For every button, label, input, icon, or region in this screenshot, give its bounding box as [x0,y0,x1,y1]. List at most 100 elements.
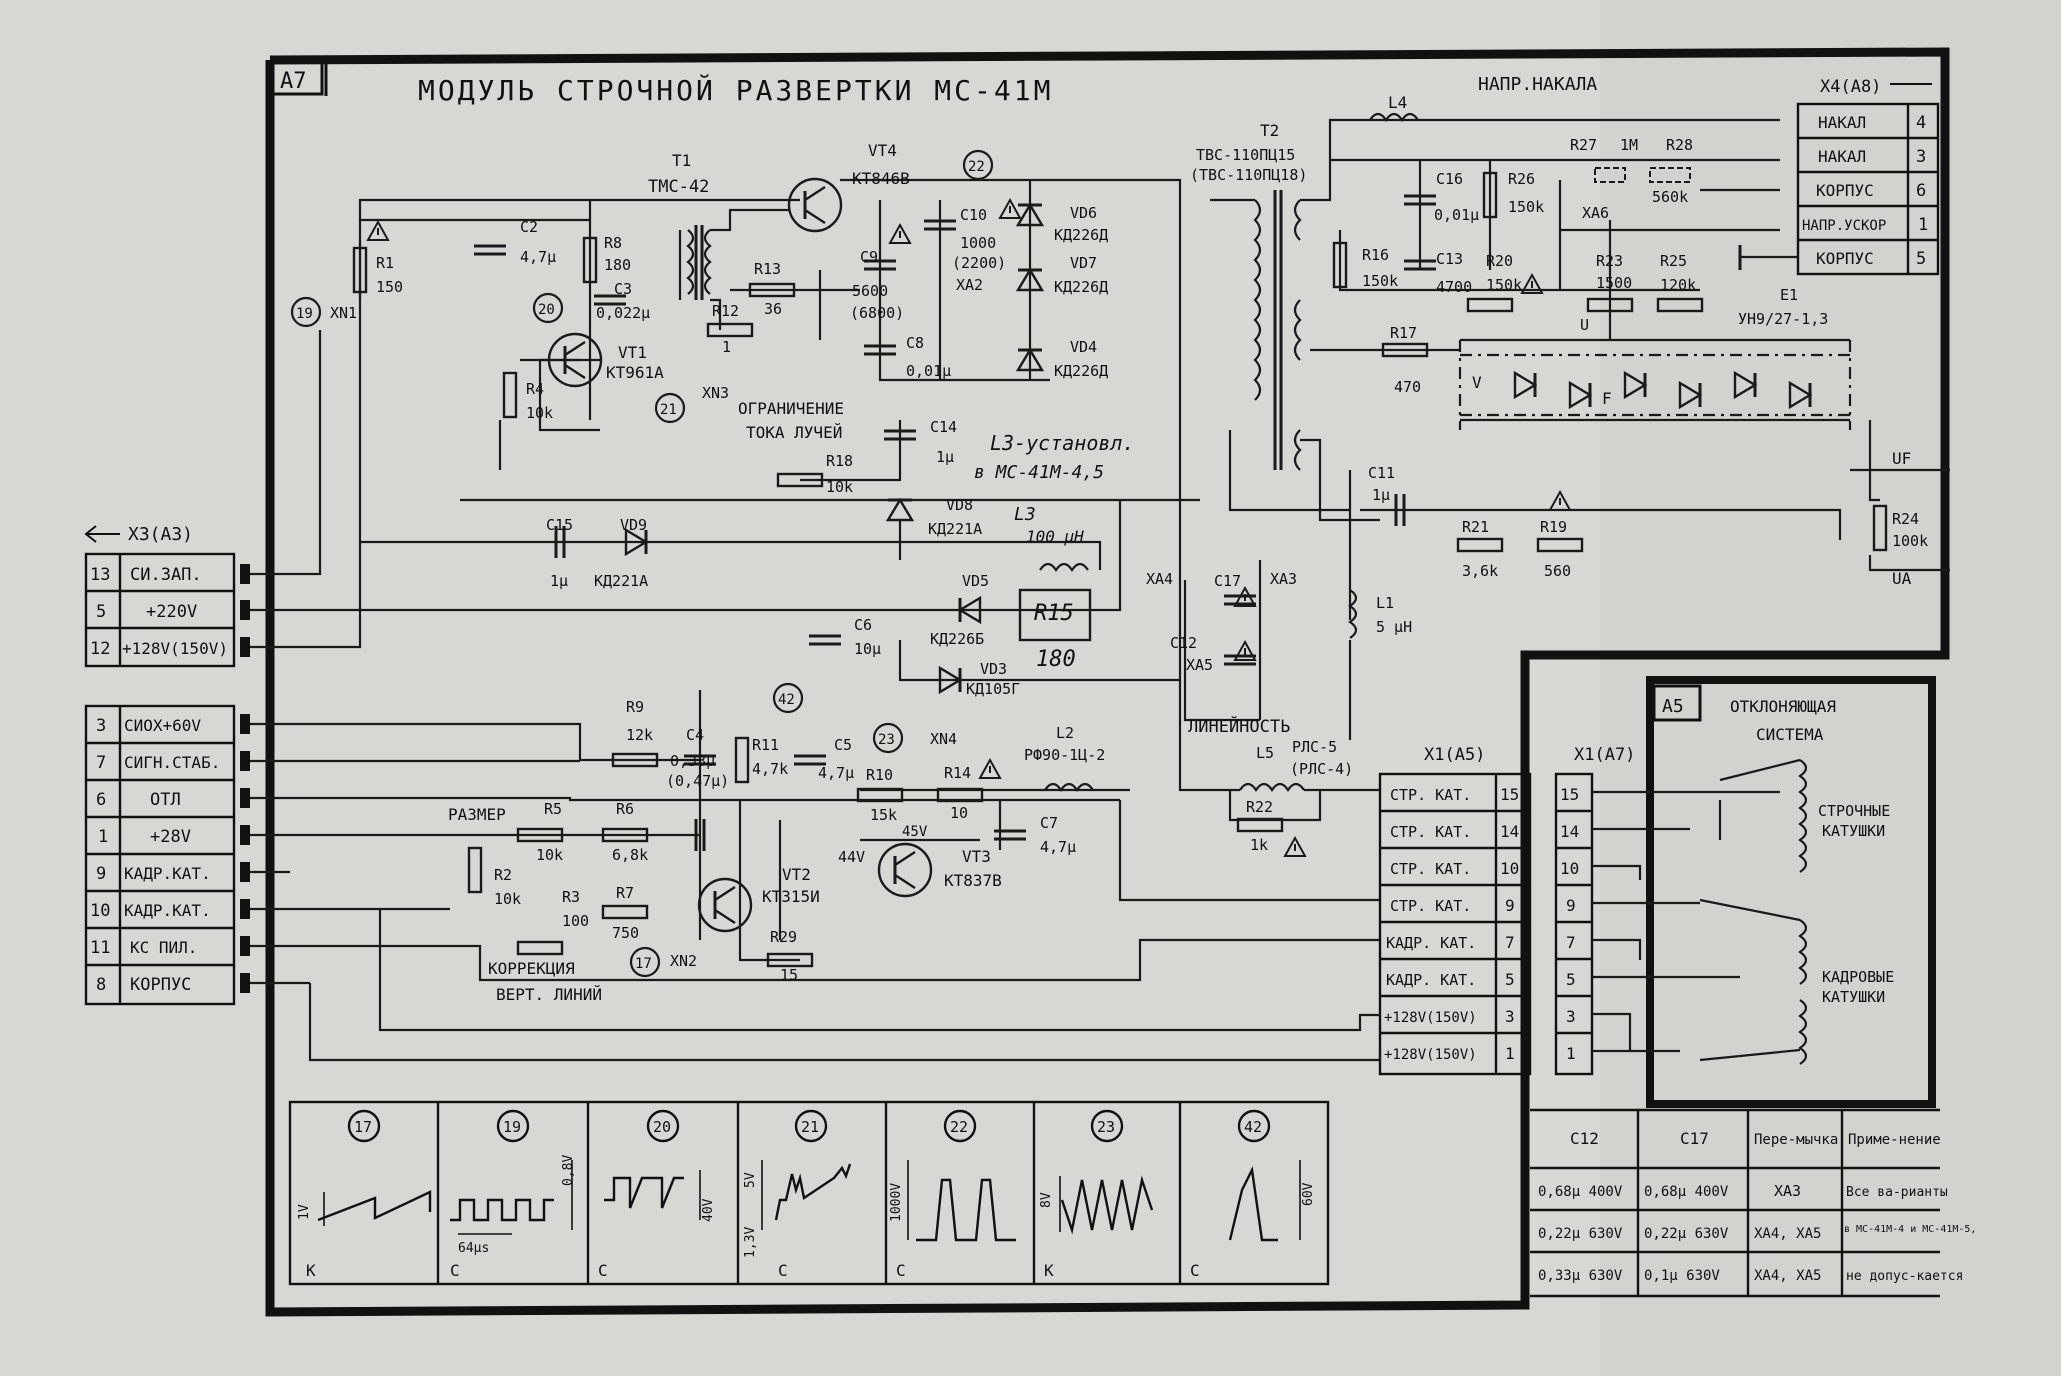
wf-17-unit: К [306,1261,316,1280]
x4-num-5: 5 [1916,249,1926,269]
tp-17: 17 [635,956,652,972]
r18-label: R18 [826,452,853,470]
c9-label: C9 [860,248,878,266]
t1-label: T1 [672,151,691,170]
x4-label-4: НАКАЛ [1818,113,1866,132]
r23-label: R23 [1596,252,1623,270]
r8-value: 180 [604,256,631,274]
x4-connector [1796,102,1940,276]
x1-num-1: 1 [1505,1044,1515,1063]
tp-20: 20 [538,302,555,318]
r3-value: 100 [562,912,589,930]
l5-alt: (РЛС-4) [1290,760,1353,778]
r22-label: R22 [1246,798,1273,816]
t2-type-alt: (ТВС-110ПЦ18) [1190,166,1307,184]
wf-21-amp2: 1,3V [743,1227,758,1258]
vd5-type: КД226Б [930,630,984,648]
r12-label: R12 [712,302,739,320]
ua-label: UA [1892,569,1912,588]
c2-label: C2 [520,218,538,236]
x4-num-4: 4 [1916,113,1926,133]
limit-label-2: ТОКА ЛУЧЕЙ [746,423,842,442]
vd3-type: КД105Г [966,680,1020,698]
l3-label: L3 [1014,504,1036,525]
x3-label-10: КАДР.КАТ. [124,901,211,920]
table-r3-jumper: XA4, XA5 [1754,1268,1821,1284]
x1-label-14: СТР. КАТ. [1390,823,1471,841]
x3-num-9: 9 [96,864,106,884]
wf-19-time: 64µs [458,1241,489,1256]
r10-label: R10 [866,766,893,784]
x1a7-num-5: 5 [1566,970,1576,989]
vd7-type: КД226Д [1054,278,1108,296]
r16-label: R16 [1362,246,1389,264]
table-header-c12: C12 [1570,1129,1599,1148]
r25-value: 120k [1660,276,1696,294]
tp-42: 42 [778,692,795,708]
a5-line-coils-2: КАТУШКИ [1822,822,1885,840]
wf-21-unit: С [778,1261,788,1280]
r8-label: R8 [604,234,622,252]
x3-num-8: 8 [96,975,106,995]
r1-value: 150 [376,278,403,296]
r26-value: 150k [1508,198,1544,216]
vd8-type: КД221А [928,520,982,538]
c9-alt: (6800) [850,304,904,322]
x4-header: X4(A8) [1820,77,1881,97]
r14-label: R14 [944,764,971,782]
table-r1-c17: 0,68µ 400V [1644,1184,1729,1200]
r24-label: R24 [1892,510,1919,528]
x3-num-1: 1 [98,827,108,847]
wf-20-amp: 40V [701,1198,716,1222]
x3-label-8: КОРПУС [130,975,191,995]
r9-label: R9 [626,698,644,716]
vt4-type: КТ846В [852,169,910,188]
a5-tag-box [1652,684,1702,722]
c7-value: 4,7µ [1040,838,1076,856]
x3-label-12: +128V(150V) [122,639,228,658]
x1-label-15: СТР. КАТ. [1390,786,1471,804]
t2-label: T2 [1260,121,1279,140]
e1-type: УН9/27-1,3 [1738,310,1828,328]
x1-num-9: 9 [1505,896,1515,915]
c7-label: C7 [1040,814,1058,832]
table-r2-c17: 0,22µ 630V [1644,1226,1729,1242]
x1a7-num-15: 15 [1560,785,1579,804]
r1-label: R1 [376,254,394,272]
waveform-panel [288,1100,1330,1286]
x1-num-3: 3 [1505,1007,1515,1026]
x1a7-num-3: 3 [1566,1007,1576,1026]
v45-label: 45V [902,824,928,840]
r19-label: R19 [1540,518,1567,536]
l5-label: L5 [1256,744,1274,762]
wf-21-amp: 5V [743,1172,758,1188]
vd3-label: VD3 [980,660,1007,678]
x1-num-5: 5 [1505,970,1515,989]
wf-19-id: 19 [503,1118,521,1136]
x3-label-13: СИ.ЗАП. [130,565,202,585]
x3-label-9: КАДР.КАТ. [124,864,211,883]
x4-num-6: 6 [1916,181,1926,201]
x4-label-5: КОРПУС [1816,249,1874,268]
x4-num-1: 1 [1918,215,1928,235]
table-header-c17: C17 [1680,1129,1709,1148]
x3-num-5: 5 [96,602,106,622]
c14-label: C14 [930,418,957,436]
x4-label-1: НАПР.УСКОР [1802,218,1886,234]
c9-value: 5600 [852,282,888,300]
x3-label-3: СИОХ+60V [124,716,201,735]
variants-table [1530,1108,1940,1298]
c15-value: 1µ [550,572,568,590]
c4-label: C4 [686,726,704,744]
xn2-label: XN2 [670,952,697,970]
x1-a7-header: X1(A7) [1574,745,1635,765]
a5-title-1: ОТКЛОНЯЮЩАЯ [1730,697,1836,716]
c3-value: 0,022µ [596,304,650,322]
r7-value: 750 [612,924,639,942]
c5-label: C5 [834,736,852,754]
table-r2-use: в МС-41М-4 и МС-41М-5, [1844,1224,1976,1235]
table-r3-c17: 0,1µ 630V [1644,1268,1720,1284]
x3-connector [84,552,236,1006]
razmer-label: РАЗМЕР [448,805,506,824]
